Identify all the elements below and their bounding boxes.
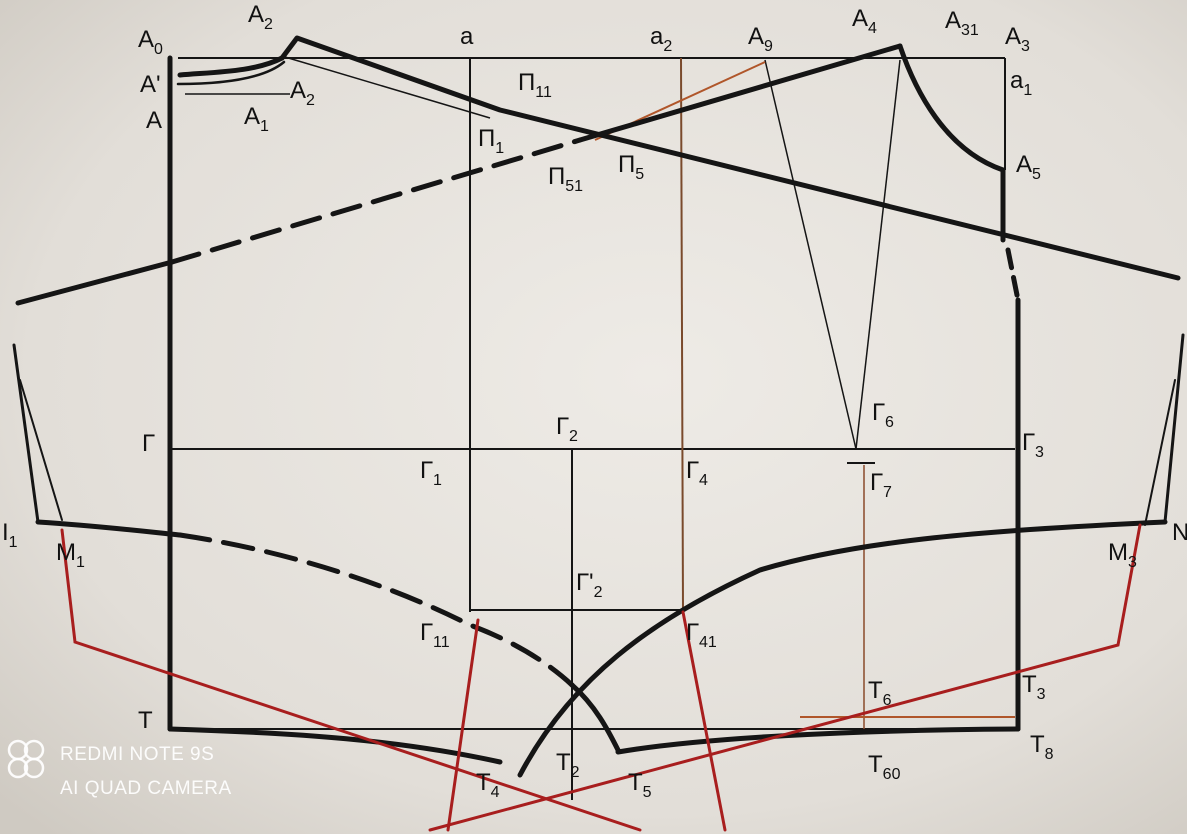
label-P11: П11 (518, 69, 552, 101)
label-T8: T8 (1030, 731, 1054, 763)
label-M1: M1 (56, 539, 85, 571)
waist-seam-left (167, 726, 503, 765)
label-G1: Г1 (420, 457, 442, 489)
red-right-side (428, 523, 1142, 832)
dart-a9-left (764, 59, 857, 450)
label-M3: M3 (1108, 539, 1137, 571)
label-a: a (460, 23, 474, 50)
hem-curve-right (517, 519, 1168, 778)
construction-lines (170, 56, 1015, 800)
front-center-dashed (1005, 247, 1021, 303)
label-T6: T6 (868, 677, 892, 709)
left-edge-line-1 (12, 343, 40, 524)
label-T5: T5 (628, 769, 652, 801)
label-a1: a1 (1010, 67, 1032, 99)
label-T2: T2 (556, 749, 580, 781)
label-A-prime: A' (140, 71, 161, 98)
label-G: Г (142, 430, 155, 457)
label-A1: A1 (244, 103, 269, 135)
label-P51: П51 (548, 163, 583, 195)
label-A: A (146, 107, 162, 134)
shoulder-seam (279, 35, 1181, 281)
label-A0: A0 (138, 26, 163, 58)
label-G4: Г4 (686, 457, 708, 489)
label-I1: I1 (2, 519, 18, 551)
label-A3: A3 (1005, 23, 1030, 55)
label-a2: a2 (650, 23, 672, 55)
label-A5: A5 (1016, 151, 1041, 183)
label-G2: Г2 (556, 413, 578, 445)
pattern-outlines (12, 35, 1185, 778)
label-T: T (138, 707, 153, 734)
label-P1: П1 (478, 125, 504, 157)
label-P5: П5 (618, 151, 644, 183)
camera-logo-icon (7, 739, 45, 779)
red-g41 (681, 610, 727, 832)
front-shoulder-solid (577, 43, 903, 143)
hem-dashed (177, 532, 575, 688)
label-G7: Г7 (870, 469, 892, 501)
left-edge-line-2 (19, 379, 63, 521)
watermark-line2: AI QUAD CAMERA (60, 778, 232, 799)
label-A9: A9 (748, 23, 773, 55)
label-G11: Г11 (420, 619, 450, 651)
front-shoulder-dashed (169, 137, 583, 265)
hem-left (35, 519, 183, 538)
label-G2-prime: Г'2 (576, 569, 603, 601)
label-G6: Г6 (872, 399, 894, 431)
red-g11 (446, 618, 480, 832)
shoulder-back-thin (284, 56, 491, 119)
label-G3: Г3 (1022, 429, 1044, 461)
dart-a9-right (855, 59, 901, 450)
label-T60: T60 (868, 751, 901, 783)
front-neck (897, 43, 1006, 173)
label-T4: T4 (476, 769, 500, 801)
label-A4: A4 (852, 5, 877, 37)
point-labels: A0 A2 a a2 A9 A4 A31 A3 A' A A1 A2 П11 a… (2, 1, 1187, 801)
back-neck-inner (176, 60, 286, 86)
label-A2-top: A2 (248, 1, 273, 33)
front-shoulder (15, 259, 175, 306)
right-edge-line (1163, 333, 1185, 524)
line-a2 (680, 57, 684, 613)
label-A2: A2 (290, 77, 315, 109)
camera-watermark: REDMI NOTE 9S AI QUAD CAMERA (7, 739, 232, 799)
label-A31: A31 (945, 7, 979, 39)
red-lines (60, 523, 1142, 832)
red-left-side (60, 528, 642, 832)
back-neck (177, 55, 285, 78)
right-edge-line-2 (1144, 379, 1176, 526)
label-N: N (1172, 519, 1187, 546)
watermark-line1: REDMI NOTE 9S (60, 744, 214, 765)
label-T3: T3 (1022, 671, 1046, 703)
label-G41: Г41 (686, 619, 717, 651)
